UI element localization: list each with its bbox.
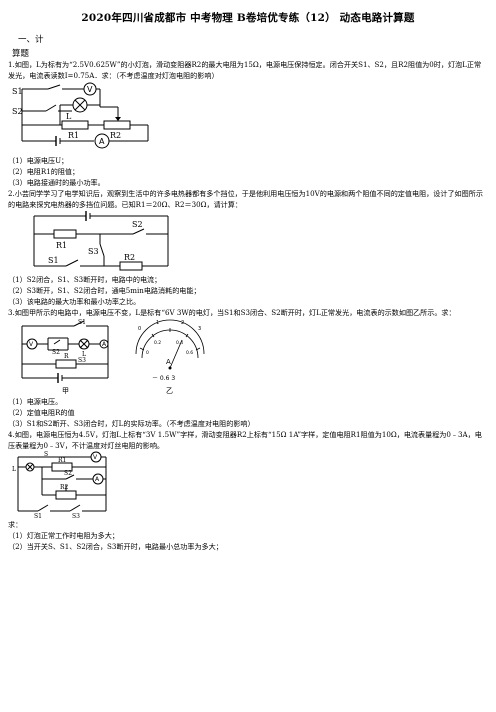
circuit-figure-4: S V L R1 S2 A R2 S1 S3 — [12, 451, 107, 519]
meter-scale-label: － 0.6 3 — [152, 375, 175, 382]
meter-top-1: 1 — [156, 320, 159, 326]
fig4-r2-label: R2 — [60, 484, 69, 491]
circuit-figure-3-jia: S1 V S2 L A S3 R 甲 — [21, 319, 109, 395]
problem-4-ask: 求： — [8, 520, 23, 529]
problem-1-item: （2）电阻R1的阻值； — [8, 167, 80, 176]
meter-top-0: 0 — [138, 326, 141, 332]
ammeter-figure-yi: 0 1 2 3 0 0.2 0.4 0.6 A － 0.6 3 乙 — [135, 319, 205, 395]
fig2-r2-label: R2 — [124, 253, 135, 262]
problem-4-text: 4.如图，电源电压恒为4.5V，灯泡L上标有“3V 1.5W”字样，滑动变阻器R… — [8, 430, 482, 450]
document-page: 2020年四川省成都市 中考物理 B卷培优专练（12） 动态电路计算题 一、计 … — [0, 10, 496, 712]
fig4-s-label: S — [44, 451, 48, 458]
fig1-s1-label: S1 — [12, 87, 23, 96]
meter-bottom-2: 0.4 — [176, 340, 183, 346]
meter-bottom-3: 0.6 — [186, 350, 193, 356]
meter-bottom-0: 0 — [146, 350, 149, 356]
fig3-a-label: A — [102, 341, 107, 348]
problem-2-item: （3）该电路的最大功率和最小功率之比。 — [8, 297, 141, 306]
problem-3-item: （1）电源电压。 — [8, 397, 63, 406]
fig4-l-label: L — [12, 466, 16, 473]
problem-2-text: 2.小芸同学学习了电学知识后，观察到生活中的许多电热器都有多个挡位，于是他利用电… — [8, 189, 483, 209]
problem-4-item: （1）灯泡正常工作时电阻为多大； — [8, 531, 119, 540]
fig1-s2-label: S2 — [12, 107, 23, 116]
fig4-a-label: A — [95, 476, 100, 483]
fig1-r1-label: R1 — [68, 131, 79, 140]
circuit-figure-1: S1 S2 V L R1 R2 A — [12, 82, 149, 149]
problem-4-item: （2）当开关S、S1、S2闭合，S3断开时，电路最小总功率为多大； — [8, 542, 223, 551]
problem-4-items: （1）灯泡正常工作时电阻为多大； （2）当开关S、S1、S2闭合，S3断开时，电… — [8, 530, 488, 552]
meter-bottom-1: 0.2 — [154, 340, 161, 346]
fig3-l-label: L — [82, 351, 86, 358]
fig3-v-label: V — [29, 341, 34, 348]
fig1-l-label: L — [66, 112, 72, 121]
problem-2-item: （2）S3断开，S1、S2闭合时，通电5min电路消耗的电能； — [8, 286, 201, 295]
circuit-figure-2: S2 R1 S1 S3 R2 — [33, 211, 169, 271]
fig3-yi-caption: 乙 — [166, 387, 173, 395]
fig3-s1-label: S1 — [78, 319, 86, 326]
meter-top-3: 3 — [198, 326, 201, 332]
section-heading: 一、计 — [18, 35, 44, 45]
problem-2-item: （1）S2闭合，S1、S3断开时，电路中的电流； — [8, 275, 162, 284]
fig4-s1-label: S1 — [34, 513, 42, 519]
fig4-s2-label: S2 — [64, 470, 72, 477]
fig1-a-label: A — [99, 137, 105, 146]
fig3-r-label: R — [64, 353, 69, 360]
fig2-s3-label: S3 — [88, 247, 99, 256]
problem-1-item: （1）电源电压U； — [8, 156, 69, 165]
fig3-s2-label: S2 — [52, 349, 60, 356]
fig2-r1-label: R1 — [56, 241, 67, 250]
fig3-s3-label: S3 — [78, 357, 86, 364]
section-sub: 算题 — [12, 49, 30, 59]
problem-3-figures: S1 V S2 L A S3 R 甲 0 1 2 3 — [8, 318, 488, 396]
fig2-s2-label: S2 — [132, 220, 143, 229]
page-title: 2020年四川省成都市 中考物理 B卷培优专练（12） 动态电路计算题 — [81, 12, 415, 24]
fig2-s1-label: S1 — [48, 256, 59, 265]
problem-3-item: （3）S1和S2断开、S3闭合时，灯L的实际功率。（不考虑温度对电阻的影响） — [8, 419, 255, 428]
fig1-r2-label: R2 — [110, 131, 121, 140]
fig1-v-label: V — [87, 85, 93, 94]
fig4-s3-label: S3 — [72, 513, 80, 519]
fig3-jia-caption: 甲 — [62, 387, 69, 395]
problem-1-items: （1）电源电压U； （2）电阻R1的阻值； （3）电路接通时的最小功率。 — [8, 155, 488, 188]
meter-a-label: A — [166, 358, 171, 366]
problem-1-item: （3）电路接通时的最小功率。 — [8, 178, 105, 187]
problem-2-items: （1）S2闭合，S1、S3断开时，电路中的电流； （2）S3断开，S1、S2闭合… — [8, 274, 488, 307]
fig4-r1-label: R1 — [58, 457, 66, 464]
problem-1-text: 1.如图，L为标有为“2.5V0.625W”的小灯泡，滑动变阻器R2的最大电阻为… — [8, 60, 482, 80]
problem-3-text: 3.如图甲所示的电路中，电源电压不变，L是标有“6V 3W的电灯，当S1和S3闭… — [8, 308, 456, 317]
problem-3-items: （1）电源电压。 （2）定值电阻R的值 （3）S1和S2断开、S3闭合时，灯L的… — [8, 396, 488, 429]
problem-3-item: （2）定值电阻R的值 — [8, 408, 75, 417]
fig4-v-label: V — [93, 454, 98, 461]
meter-top-2: 2 — [181, 320, 184, 326]
